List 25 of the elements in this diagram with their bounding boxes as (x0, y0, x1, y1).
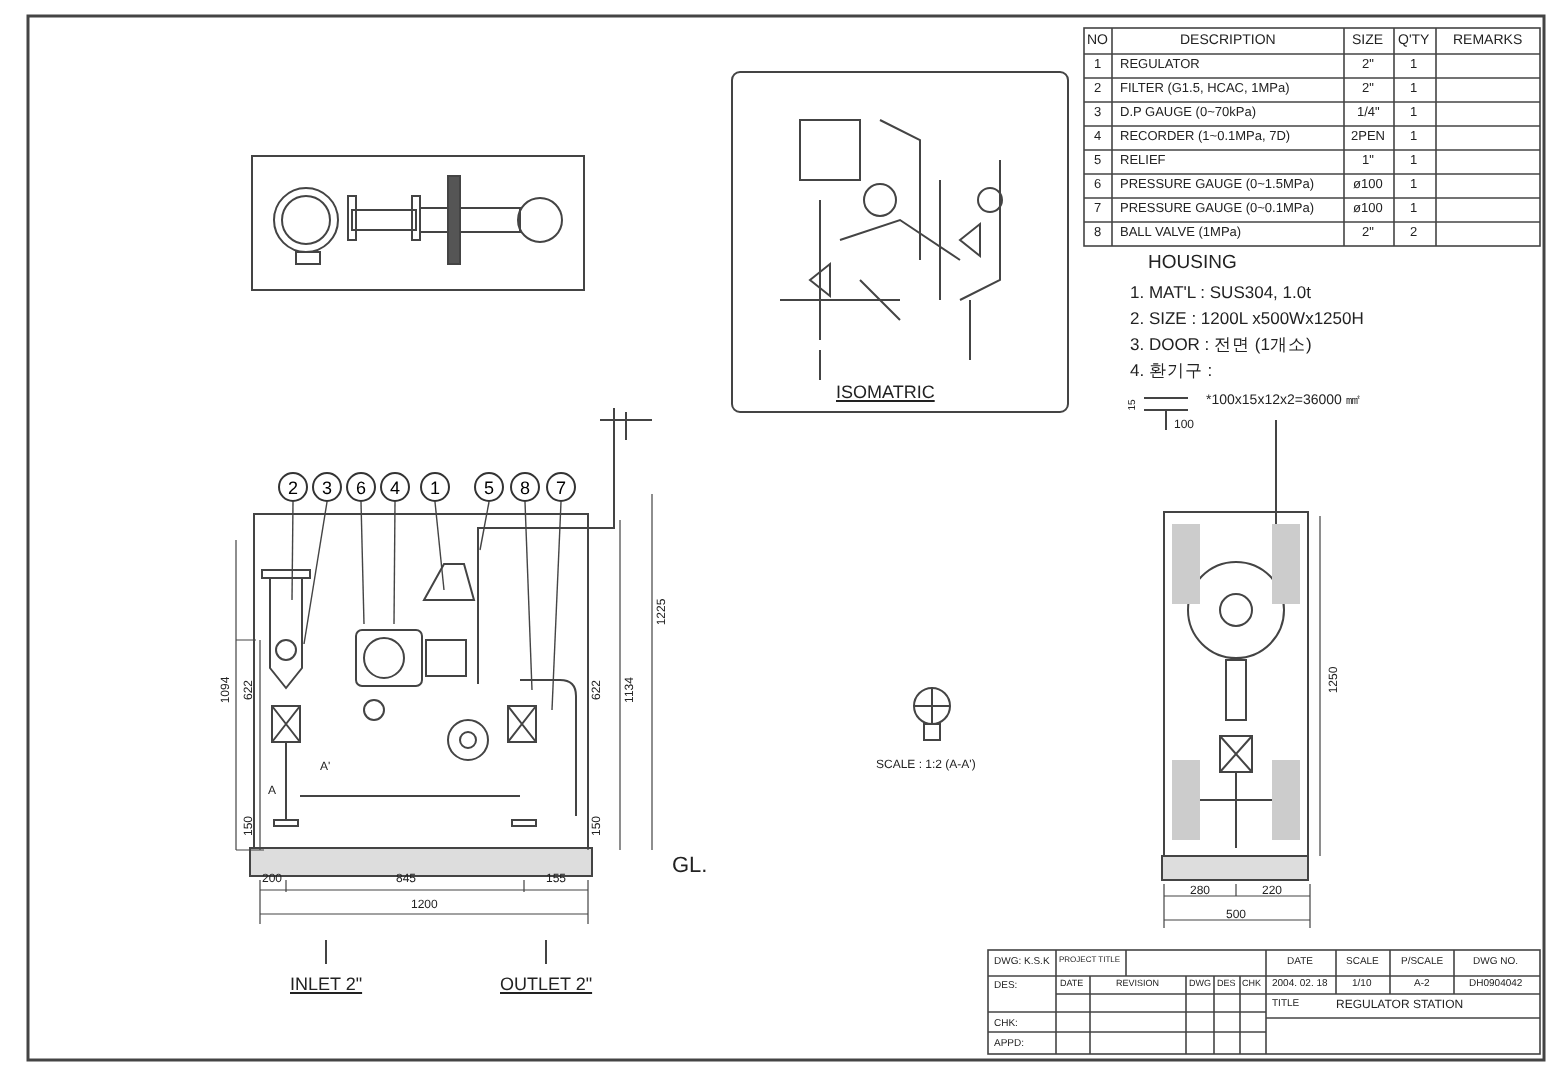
callout-number: 2 (278, 472, 308, 502)
callout-number: 3 (312, 472, 342, 502)
callout-number: 1 (420, 472, 450, 502)
callout-number: 6 (346, 472, 376, 502)
callout-number: 7 (546, 472, 576, 502)
outlet-label: OUTLET 2" (500, 976, 593, 994)
leader-line (360, 501, 365, 625)
leader-line (303, 501, 328, 645)
callout-number: 4 (380, 472, 410, 502)
inlet-label: INLET 2" (290, 976, 363, 994)
leader-line (393, 501, 396, 625)
view-title: ISOMATRIC (836, 384, 935, 402)
leader-line (291, 501, 294, 601)
callout-number: 5 (474, 472, 504, 502)
spec-note: 2. SIZE : 1200L x500Wx1250H (1130, 310, 1364, 327)
spec-note: 4. 환기구 : (1130, 362, 1213, 379)
callout-number: 8 (510, 472, 540, 502)
spec-note: 3. DOOR : 전면 (1개소) (1130, 336, 1312, 353)
section-heading: HOUSING (1148, 254, 1237, 273)
spec-note: 1. MAT'L : SUS304, 1.0t (1130, 284, 1311, 301)
ground-level-label: GL. (672, 856, 708, 878)
leader-line (479, 501, 490, 551)
leader-line (524, 501, 533, 691)
leader-line (434, 501, 445, 591)
leader-line (551, 501, 562, 711)
